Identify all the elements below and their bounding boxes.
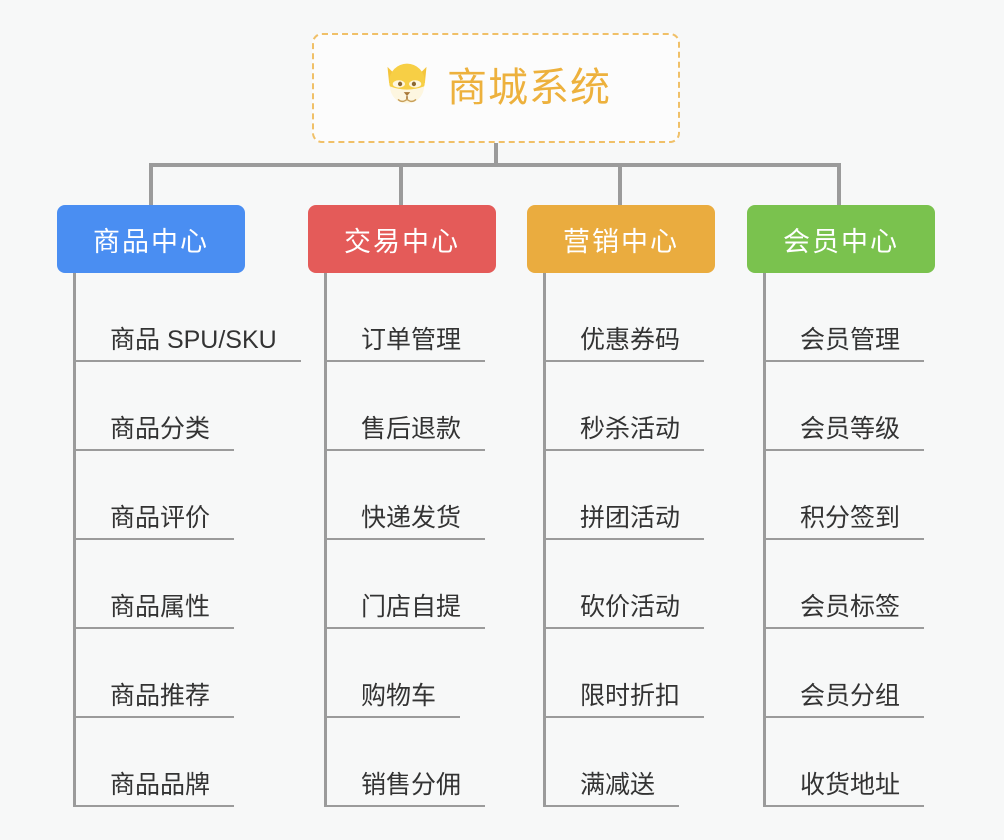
branch-header-label-2: 营销中心 — [563, 226, 679, 257]
leaf-label: 满减送 — [546, 771, 680, 807]
connector-horizontal-bus — [151, 163, 839, 167]
leaf-item[interactable]: 优惠券码 — [546, 273, 715, 362]
branch-column-0: 商品中心 商品 SPU/SKU 商品分类 商品评价 商品属性 商品推荐 商品品牌 — [57, 205, 301, 807]
leaf-item[interactable]: 商品分类 — [76, 362, 301, 451]
shiba-dog-face-icon — [387, 63, 427, 104]
branch-header-1[interactable]: 交易中心 — [308, 205, 496, 273]
branch-column-3: 会员中心 会员管理 会员等级 积分签到 会员标签 会员分组 收货地址 — [747, 205, 935, 807]
leaf-label: 会员等级 — [766, 415, 925, 451]
leaf-item[interactable]: 会员等级 — [766, 362, 935, 451]
leaf-label: 商品评价 — [76, 504, 235, 540]
connector-drop-1 — [399, 163, 403, 207]
branch-header-label-0: 商品中心 — [93, 226, 209, 257]
leaf-item[interactable]: 订单管理 — [327, 273, 496, 362]
connector-drop-0 — [149, 163, 153, 207]
root-node[interactable]: 商城系统 — [312, 33, 680, 143]
branch-column-1: 交易中心 订单管理 售后退款 快递发货 门店自提 购物车 销售分佣 — [308, 205, 496, 807]
leaf-label: 会员标签 — [766, 593, 925, 629]
leaf-item[interactable]: 销售分佣 — [327, 718, 496, 807]
branch-header-label-1: 交易中心 — [344, 226, 460, 257]
leaf-label: 快递发货 — [327, 504, 486, 540]
leaf-item[interactable]: 购物车 — [327, 629, 496, 718]
leaf-label: 砍价活动 — [546, 593, 705, 629]
connector-drop-3 — [837, 163, 841, 207]
leaf-item[interactable]: 秒杀活动 — [546, 362, 715, 451]
connector-drop-2 — [618, 163, 622, 207]
leaf-item[interactable]: 会员标签 — [766, 540, 935, 629]
leaf-label: 商品品牌 — [76, 771, 235, 807]
leaf-item[interactable]: 商品评价 — [76, 451, 301, 540]
leaf-label: 拼团活动 — [546, 504, 705, 540]
leaf-item[interactable]: 满减送 — [546, 718, 715, 807]
leaf-item[interactable]: 会员分组 — [766, 629, 935, 718]
leaf-item[interactable]: 会员管理 — [766, 273, 935, 362]
leaf-list-0: 商品 SPU/SKU 商品分类 商品评价 商品属性 商品推荐 商品品牌 — [73, 273, 301, 807]
leaf-item[interactable]: 商品 SPU/SKU — [76, 273, 301, 362]
branch-column-2: 营销中心 优惠券码 秒杀活动 拼团活动 砍价活动 限时折扣 满减送 — [527, 205, 715, 807]
leaf-item[interactable]: 售后退款 — [327, 362, 496, 451]
leaf-label: 会员分组 — [766, 682, 925, 718]
leaf-item[interactable]: 商品品牌 — [76, 718, 301, 807]
leaf-item[interactable]: 门店自提 — [327, 540, 496, 629]
branch-header-0[interactable]: 商品中心 — [57, 205, 245, 273]
leaf-label: 销售分佣 — [327, 771, 486, 807]
leaf-label: 售后退款 — [327, 415, 486, 451]
leaf-label: 秒杀活动 — [546, 415, 705, 451]
leaf-label: 购物车 — [327, 682, 461, 718]
connector-root-stem — [494, 143, 498, 165]
branch-header-3[interactable]: 会员中心 — [747, 205, 935, 273]
leaf-label: 限时折扣 — [546, 682, 705, 718]
leaf-list-2: 优惠券码 秒杀活动 拼团活动 砍价活动 限时折扣 满减送 — [543, 273, 715, 807]
leaf-item[interactable]: 限时折扣 — [546, 629, 715, 718]
leaf-list-3: 会员管理 会员等级 积分签到 会员标签 会员分组 收货地址 — [763, 273, 935, 807]
branch-header-2[interactable]: 营销中心 — [527, 205, 715, 273]
leaf-item[interactable]: 收货地址 — [766, 718, 935, 807]
leaf-label: 订单管理 — [327, 326, 486, 362]
leaf-label: 收货地址 — [766, 771, 925, 807]
leaf-item[interactable]: 快递发货 — [327, 451, 496, 540]
leaf-label: 积分签到 — [766, 504, 925, 540]
leaf-item[interactable]: 拼团活动 — [546, 451, 715, 540]
leaf-label: 商品属性 — [76, 593, 235, 629]
leaf-item[interactable]: 商品推荐 — [76, 629, 301, 718]
root-title: 商城系统 — [447, 66, 611, 110]
leaf-label: 商品推荐 — [76, 682, 235, 718]
leaf-item[interactable]: 砍价活动 — [546, 540, 715, 629]
leaf-list-1: 订单管理 售后退款 快递发货 门店自提 购物车 销售分佣 — [324, 273, 496, 807]
leaf-item[interactable]: 商品属性 — [76, 540, 301, 629]
leaf-item[interactable]: 积分签到 — [766, 451, 935, 540]
leaf-label: 会员管理 — [766, 326, 925, 362]
leaf-label: 商品 SPU/SKU — [76, 326, 301, 362]
leaf-label: 优惠券码 — [546, 326, 705, 362]
branch-header-label-3: 会员中心 — [783, 226, 899, 257]
leaf-label: 商品分类 — [76, 415, 235, 451]
leaf-label: 门店自提 — [327, 593, 486, 629]
